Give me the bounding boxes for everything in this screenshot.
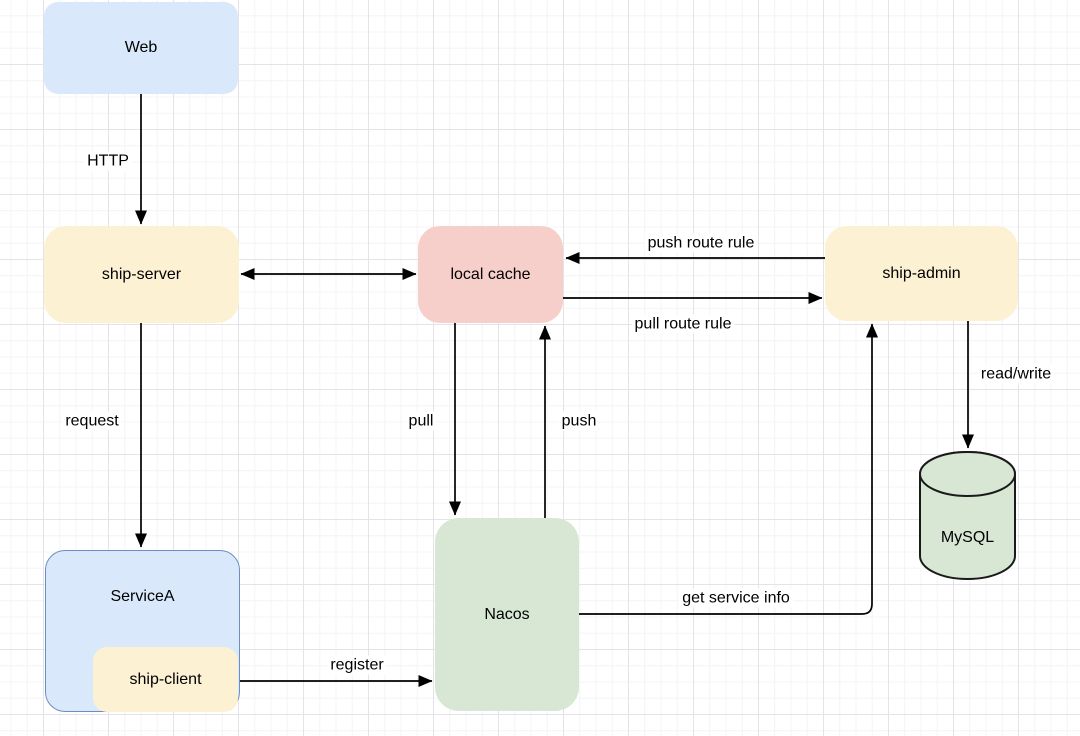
node-local-cache-label: local cache: [450, 265, 531, 283]
edge-label-pull-route-rule: pull route rule: [631, 314, 735, 334]
node-web: Web: [44, 2, 238, 94]
node-local-cache: local cache: [418, 226, 563, 323]
edge-label-push: push: [558, 411, 600, 431]
node-nacos-label: Nacos: [484, 605, 530, 623]
edge-label-pull: pull: [405, 411, 437, 431]
edge-label-get-service-info: get service info: [679, 588, 793, 608]
node-ship-server-label: ship-server: [101, 265, 182, 283]
edge-label-read-write: read/write: [977, 364, 1055, 384]
node-nacos: Nacos: [435, 518, 579, 711]
node-ship-client-label: ship-client: [129, 670, 202, 688]
edge-label-register: register: [327, 655, 387, 675]
node-mysql-cylinder-icon: [919, 451, 1016, 580]
node-mysql-label: MySQL: [940, 529, 995, 546]
node-ship-admin-label: ship-admin: [882, 264, 961, 282]
edge-label-push-route-rule: push route rule: [644, 233, 758, 253]
node-ship-server: ship-server: [44, 226, 239, 323]
node-ship-client: ship-client: [93, 647, 238, 712]
node-ship-admin: ship-admin: [825, 226, 1018, 321]
edge-label-request: request: [62, 411, 122, 431]
node-service-a-label: ServiceA: [110, 588, 175, 605]
node-web-label: Web: [124, 39, 158, 56]
edge-get-service-info-arrow: [579, 323, 878, 615]
edge-label-http: HTTP: [84, 151, 132, 171]
